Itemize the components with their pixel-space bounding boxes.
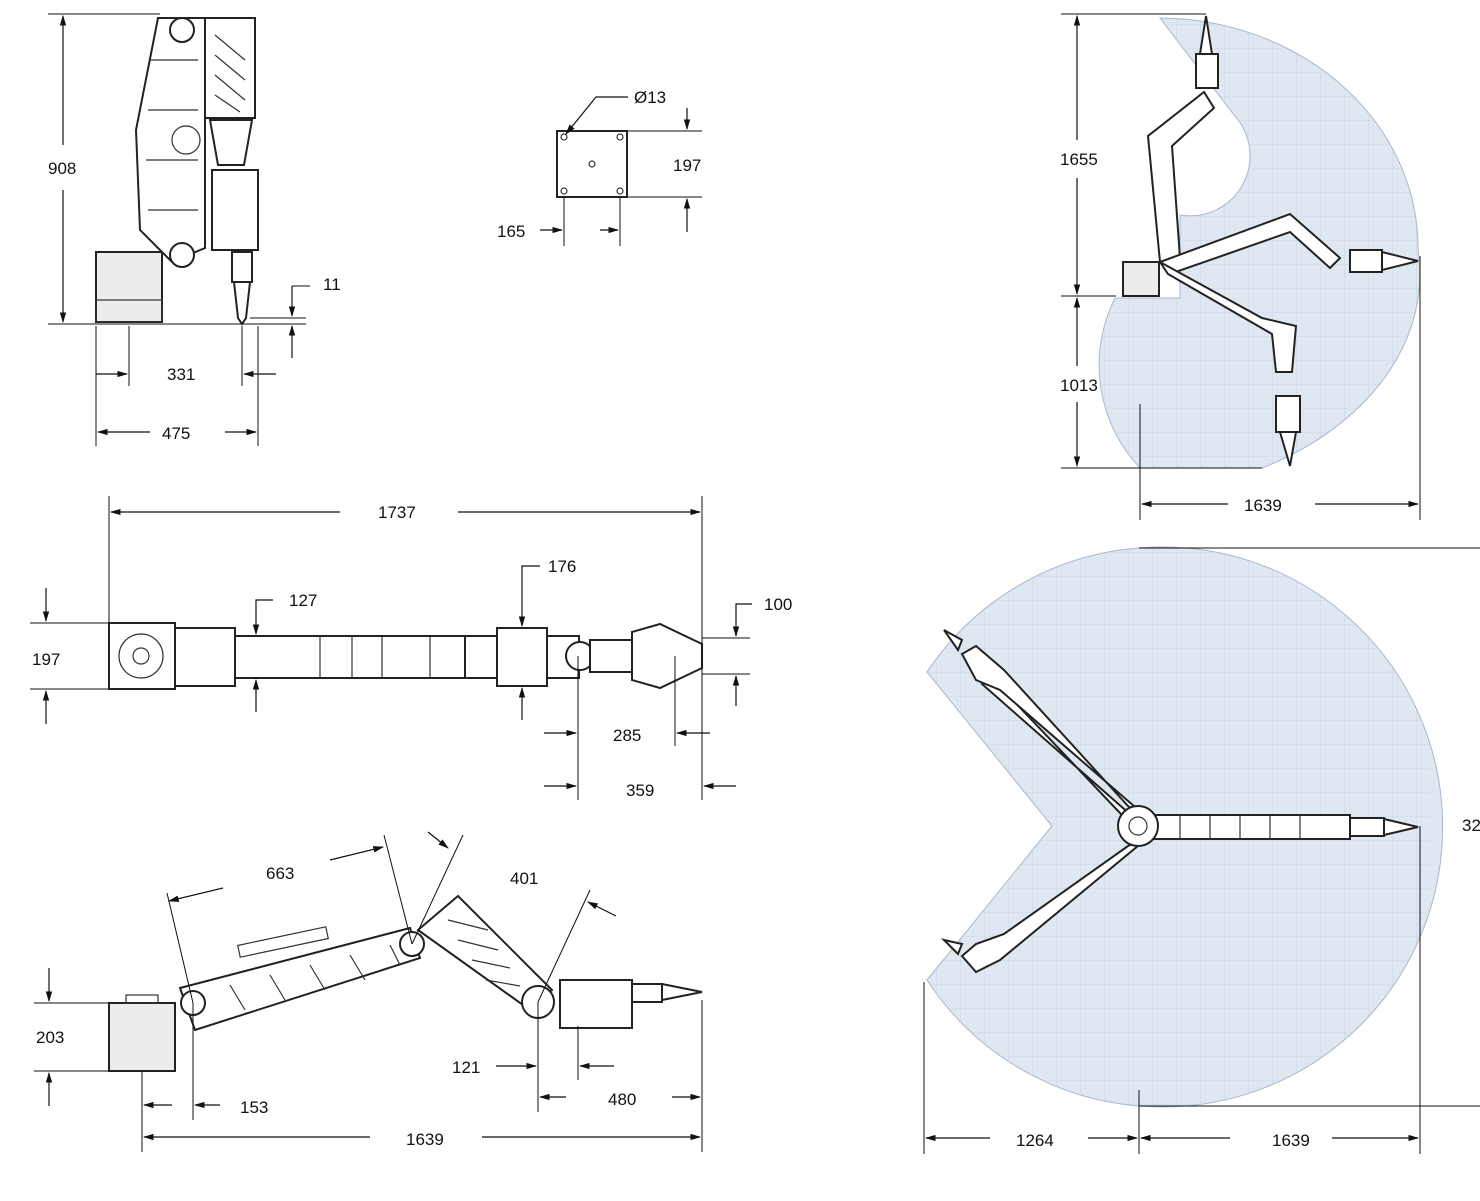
dim-top-tool: 359 — [626, 781, 654, 800]
front-view-robot — [108, 894, 703, 1072]
top-view: 1737 127 176 100 197 285 359 — [30, 496, 792, 800]
dim-top-elbow: 176 — [548, 557, 576, 576]
side-view-robot — [95, 17, 259, 326]
top-view-robot — [108, 622, 703, 690]
dim-workspace-top-reach: 1639 — [1272, 1131, 1310, 1150]
dim-side-offset: 11 — [323, 275, 341, 294]
dim-workspace-side-reach: 1639 — [1244, 496, 1282, 515]
dim-top-base: 197 — [32, 650, 60, 669]
dim-side-base: 331 — [167, 365, 195, 384]
dim-front-reach: 1639 — [406, 1130, 444, 1149]
dim-top-wrist: 285 — [613, 726, 641, 745]
dim-front-link2: 401 — [510, 869, 538, 888]
dim-top-length: 1737 — [378, 503, 416, 522]
dim-hole-diameter: Ø13 — [634, 88, 666, 107]
dim-workspace-rear: 1264 — [1016, 1131, 1054, 1150]
dim-plate-height: 197 — [673, 156, 701, 175]
dim-front-tool: 480 — [608, 1090, 636, 1109]
side-view: 908 11 331 475 — [48, 13, 341, 446]
dim-front-height: 203 — [36, 1028, 64, 1047]
base-plate — [556, 130, 628, 198]
dim-workspace-cut-label: 32 — [1462, 816, 1480, 835]
workspace-side-view: 1655 1013 1639 — [1060, 13, 1421, 520]
dim-workspace-upper: 1655 — [1060, 150, 1098, 169]
base-plate-view: Ø13 197 165 — [497, 88, 702, 246]
workspace-top-robot — [940, 629, 1419, 974]
dim-side-total: 475 — [162, 424, 190, 443]
dim-top-link: 127 — [289, 591, 317, 610]
dim-plate-width: 165 — [497, 222, 525, 241]
workspace-side-robot — [1122, 15, 1419, 467]
dim-front-joint: 121 — [452, 1058, 480, 1077]
dim-front-offset: 153 — [240, 1098, 268, 1117]
workspace-top-view: 32 1264 1639 — [923, 546, 1480, 1154]
dim-front-link1: 663 — [266, 864, 294, 883]
front-view: 663 401 203 153 121 480 1639 — [34, 831, 703, 1152]
dim-side-height: 908 — [48, 159, 76, 178]
dim-workspace-lower: 1013 — [1060, 376, 1098, 395]
dim-top-gripper: 100 — [764, 595, 792, 614]
